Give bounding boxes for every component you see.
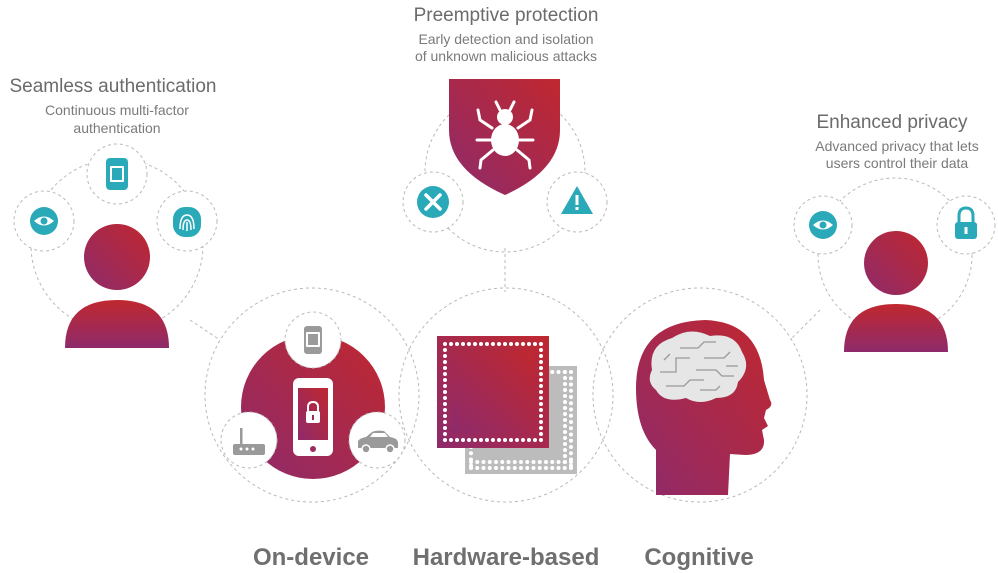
- chip-icon: [437, 336, 577, 474]
- smartwatch-icon: [284, 311, 342, 369]
- eye-icon: [13, 190, 75, 252]
- fingerprint-icon: [156, 190, 218, 252]
- padlock-icon: [936, 195, 996, 255]
- on-device-circle: [204, 287, 420, 503]
- person-icon: [65, 224, 169, 348]
- top-group: Preemptive protection Early detection an…: [402, 5, 608, 253]
- right-group: Enhanced privacy Advanced privacy that l…: [793, 112, 996, 352]
- router-icon: [220, 411, 278, 469]
- cognitive-circle: [592, 287, 808, 503]
- phone-lock-icon: [293, 378, 333, 456]
- right-subtitle-line2: users control their data: [826, 155, 969, 171]
- caption-cognitive: Cognitive: [644, 544, 753, 571]
- top-subtitle-line2: of unknown malicious attacks: [415, 48, 597, 64]
- caption-hardware-based: Hardware-based: [413, 544, 600, 571]
- left-subtitle-line1: Continuous multi-factor: [45, 102, 189, 118]
- hardware-circle: [398, 287, 614, 503]
- left-group: Seamless authentication Continuous multi…: [9, 76, 218, 348]
- smartwatch-icon: [86, 143, 148, 205]
- brain-head-icon: [636, 320, 772, 495]
- person-icon: [844, 231, 948, 352]
- top-group-circle: [424, 91, 586, 253]
- bottom-circles: [204, 287, 808, 503]
- eye-icon: [793, 195, 853, 255]
- right-title: Enhanced privacy: [816, 112, 968, 133]
- top-subtitle-line1: Early detection and isolation: [418, 31, 593, 47]
- warning-icon: [546, 171, 608, 233]
- connector-lines: [189, 248, 821, 341]
- left-title: Seamless authentication: [9, 76, 216, 97]
- shield-bug-icon: [449, 79, 560, 195]
- top-title: Preemptive protection: [414, 5, 599, 26]
- right-subtitle-line1: Advanced privacy that lets: [815, 138, 978, 154]
- x-circle-icon: [402, 171, 464, 233]
- on-device-group: [220, 311, 406, 479]
- left-subtitle-line2: authentication: [73, 120, 160, 136]
- caption-on-device: On-device: [253, 544, 369, 571]
- car-icon: [348, 411, 406, 469]
